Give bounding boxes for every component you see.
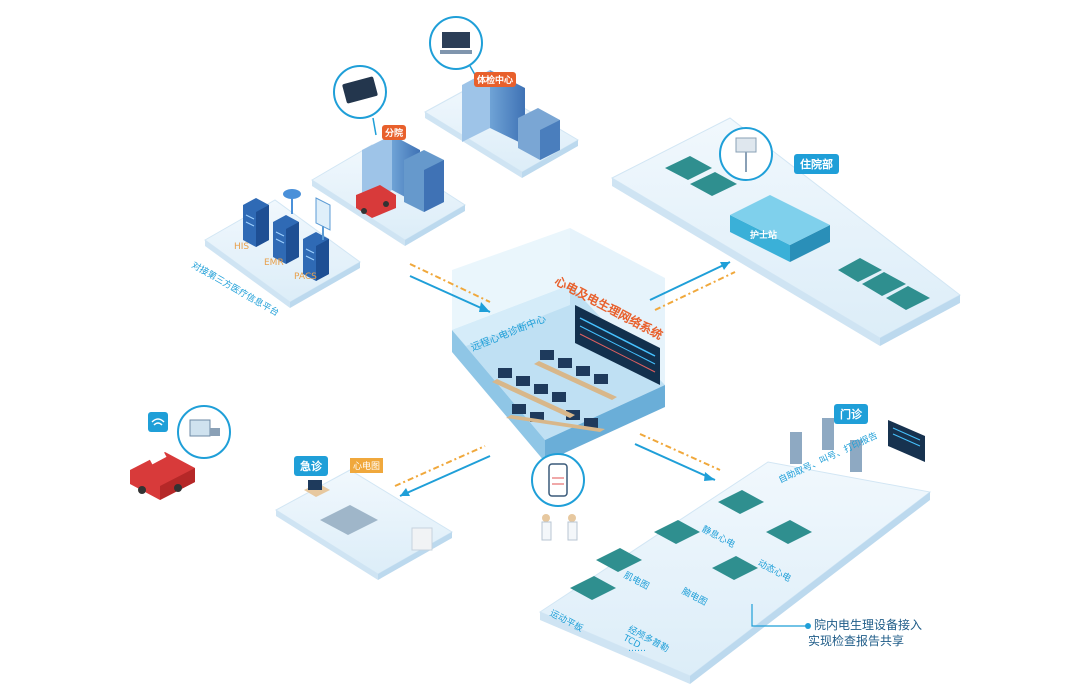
arrow-outpatient bbox=[634, 433, 721, 481]
server-pacs-icon bbox=[303, 232, 329, 281]
emergency-tag: 急诊 bbox=[294, 456, 328, 476]
arrow-third-party bbox=[409, 263, 491, 313]
ambulance-icon bbox=[130, 451, 195, 500]
inpatient-tag: 住院部 bbox=[794, 154, 839, 174]
queue-display-icon bbox=[888, 420, 925, 462]
display-board-icon bbox=[315, 197, 331, 240]
outpatient-beds-icon bbox=[570, 490, 812, 600]
wifi-icon bbox=[148, 412, 168, 432]
branch-sign: 分院 bbox=[382, 125, 407, 140]
nurse-station-label: 护士站 bbox=[750, 231, 778, 241]
server-label-emr: EMR bbox=[264, 258, 284, 268]
arrow-inpatient bbox=[649, 261, 736, 311]
outpatient-tag: 门诊 bbox=[834, 404, 868, 424]
checkup-callout-circle bbox=[429, 16, 483, 81]
server-emr-icon bbox=[273, 215, 299, 264]
checkup-building-icon bbox=[462, 70, 560, 160]
server-his-icon bbox=[243, 198, 269, 247]
checkup-sign: 体检中心 bbox=[474, 72, 517, 87]
room-label-more: …… bbox=[628, 644, 646, 654]
emergency-bed-icon bbox=[304, 480, 433, 551]
ambulance-callout-circle bbox=[177, 405, 231, 459]
server-label-pacs: PACS bbox=[294, 272, 317, 282]
arrow-emergency bbox=[394, 445, 491, 497]
outpatient-kiosks-icon bbox=[790, 418, 862, 472]
note-line-1: 院内电生理设备接入 bbox=[814, 618, 923, 632]
server-label-his: HIS bbox=[234, 242, 250, 252]
note-line-2: 实现检查报告共享 bbox=[808, 634, 905, 648]
doctors-icon bbox=[541, 514, 578, 541]
mobile-callout-circle bbox=[531, 453, 585, 507]
inpatient-nurse-station-icon bbox=[730, 195, 830, 262]
branch-building-icon bbox=[362, 135, 444, 212]
emergency-ecg-sign: 心电图 bbox=[350, 458, 384, 473]
fire-truck-icon bbox=[356, 185, 396, 218]
note-pointer bbox=[751, 604, 811, 629]
inpatient-beds-icon bbox=[665, 156, 930, 310]
cloud-icon bbox=[283, 189, 301, 214]
inpatient-callout-circle bbox=[719, 127, 773, 181]
branch-callout-circle bbox=[333, 65, 387, 136]
workstations bbox=[492, 350, 617, 432]
